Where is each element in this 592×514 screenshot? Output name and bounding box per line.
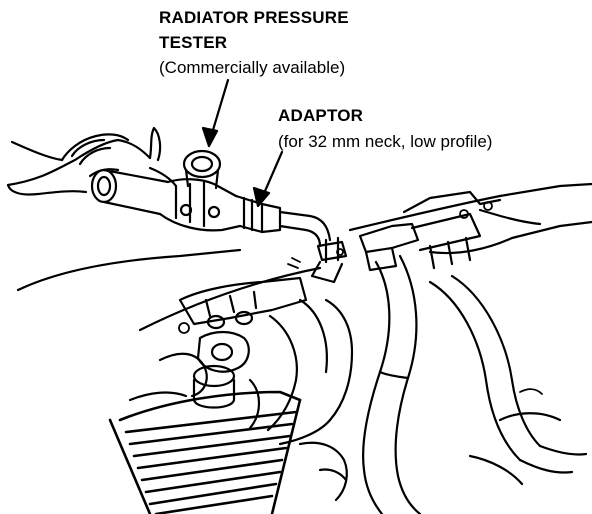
pressure-tester xyxy=(90,149,242,232)
tester-label-line1: RADIATOR PRESSURE xyxy=(159,8,349,27)
hand xyxy=(6,126,162,196)
engine-bay xyxy=(16,182,592,332)
fasteners xyxy=(178,201,543,395)
adaptor-label: ADAPTOR xyxy=(278,106,364,125)
adaptor-note: (for 32 mm neck, low profile) xyxy=(278,132,493,151)
adaptor xyxy=(234,194,332,248)
tester-label-line2: TESTER xyxy=(159,33,228,52)
tester-note: (Commercially available) xyxy=(159,58,346,77)
tester-leader-arrow xyxy=(201,78,230,148)
radiator-core xyxy=(108,390,302,514)
radiator-filler-neck xyxy=(310,236,348,284)
engine-block xyxy=(128,276,354,502)
radiator-hose xyxy=(362,254,588,514)
adaptor-leader-arrow xyxy=(252,150,284,208)
